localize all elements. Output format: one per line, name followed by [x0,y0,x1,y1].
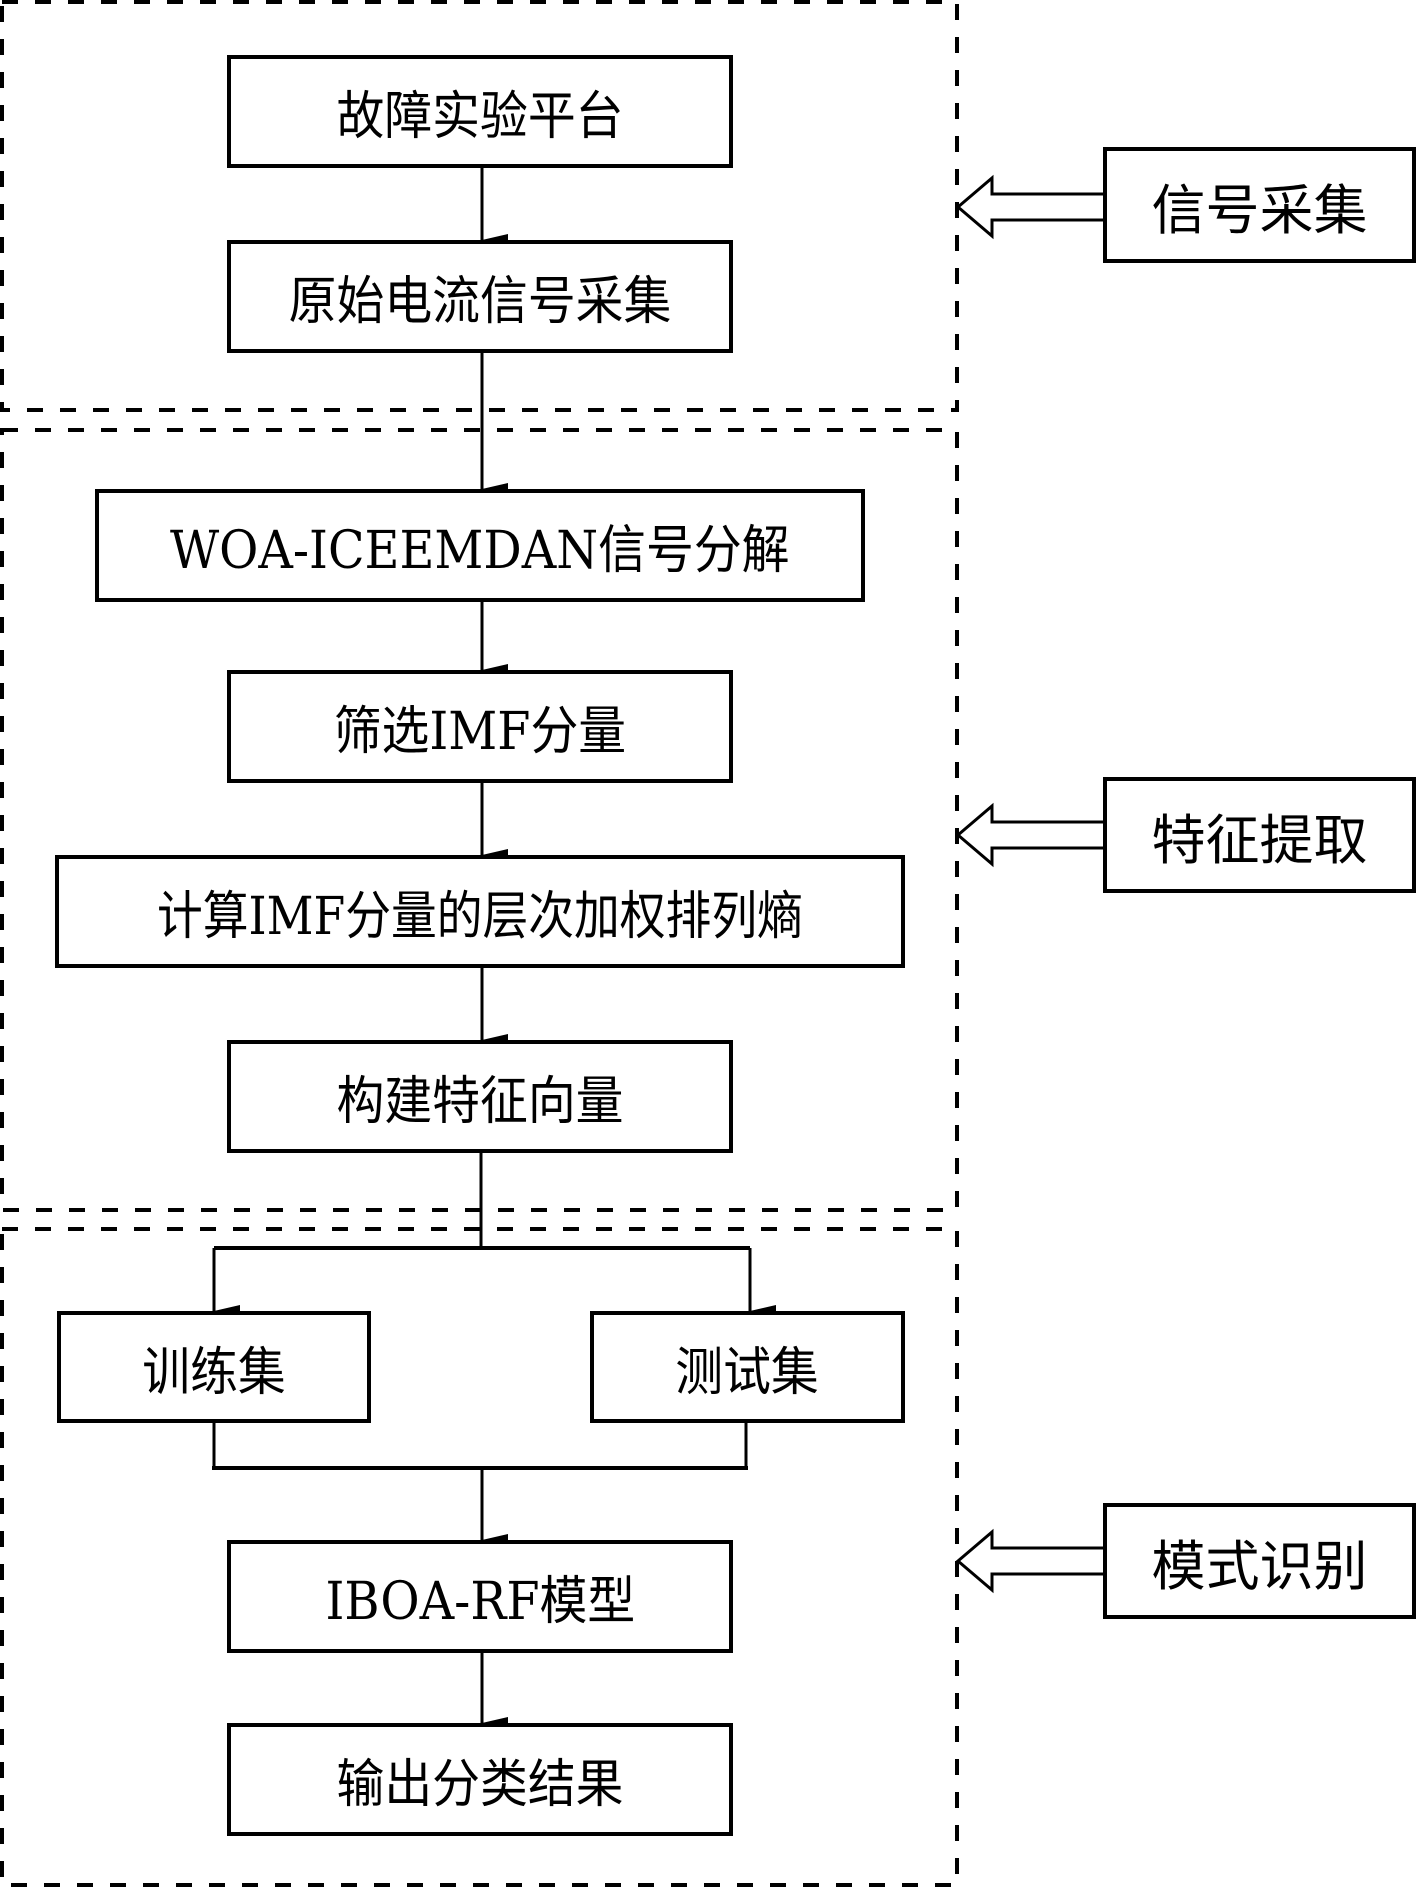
node-test-set: 测试集 [590,1311,905,1423]
node-feature-vector: 构建特征向量 [227,1040,733,1153]
section-label-signal: 信号采集 [1103,147,1416,263]
node-label: 故障实验平台 [336,87,624,147]
node-label: 计算IMF分量的层次加权排列熵 [157,887,803,947]
section-label-feature: 特征提取 [1103,777,1416,893]
node-raw-current: 原始电流信号采集 [227,240,733,353]
node-label: WOA-ICEEMDAN信号分解 [170,521,790,581]
section-label-pattern: 模式识别 [1103,1503,1416,1619]
node-output: 输出分类结果 [227,1723,733,1836]
node-select-imf: 筛选IMF分量 [227,670,733,783]
hollow-arrow-pattern [955,1528,1103,1594]
section-label-text: 信号采集 [1151,178,1368,242]
node-iboa-rf: IBOA-RF模型 [227,1540,733,1653]
node-train-set: 训练集 [57,1311,371,1423]
hollow-arrow-signal [955,174,1103,240]
node-label: 训练集 [142,1342,286,1403]
node-label: 构建特征向量 [336,1072,624,1132]
node-compute-entropy: 计算IMF分量的层次加权排列熵 [55,855,905,968]
node-fault-platform: 故障实验平台 [227,55,733,168]
section-label-text: 特征提取 [1151,808,1368,872]
hollow-arrow-feature [955,802,1103,868]
node-label: 原始电流信号采集 [288,272,672,332]
node-label: 输出分类结果 [336,1755,624,1815]
node-label: 测试集 [675,1342,820,1403]
node-label: IBOA-RF模型 [325,1572,635,1632]
node-woa-iceemdan: WOA-ICEEMDAN信号分解 [95,489,865,602]
section-label-text: 模式识别 [1151,1534,1368,1598]
node-label: 筛选IMF分量 [333,702,627,762]
